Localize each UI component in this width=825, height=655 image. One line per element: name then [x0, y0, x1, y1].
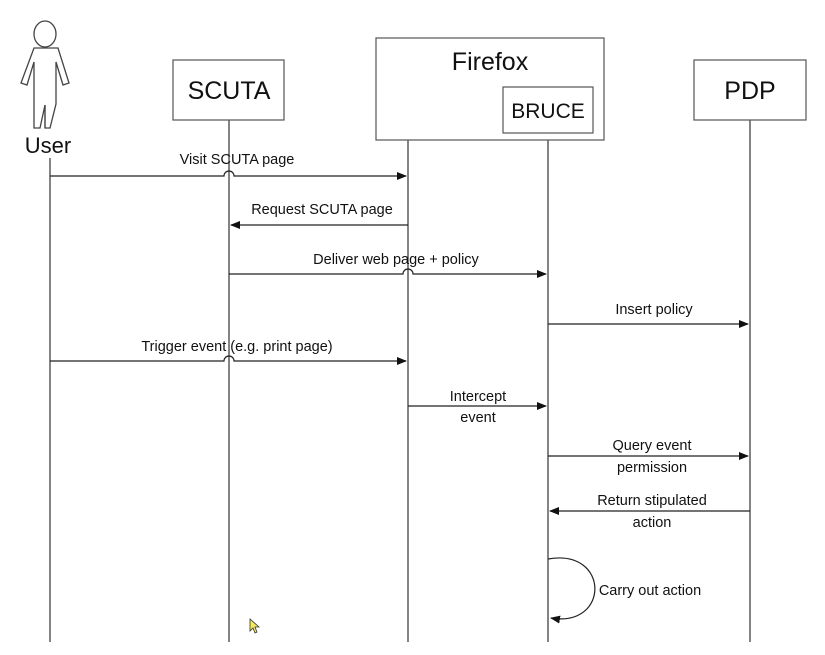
scuta-box [172, 59, 285, 121]
msg-return-action-label-2: action [633, 515, 672, 531]
user-figure-icon [20, 20, 70, 129]
msg-trigger-event-arrow [50, 355, 407, 365]
firefox-label: Firefox [452, 48, 529, 76]
user-label: User [25, 133, 71, 158]
msg-visit-scuta-arrow [50, 170, 407, 180]
pdp-box [693, 59, 807, 121]
msg-query-permission-label-1: Query event [613, 438, 692, 454]
msg-carry-out-action-label: Carry out action [599, 583, 701, 599]
msg-return-action-label-1: Return stipulated [597, 493, 707, 509]
scuta-label: SCUTA [188, 77, 271, 105]
pdp-label: PDP [724, 77, 775, 105]
msg-carry-out-action-arrow [547, 557, 596, 624]
msg-intercept-event-label-1: Intercept [450, 389, 506, 405]
msg-insert-policy-label: Insert policy [615, 302, 693, 318]
msg-visit-scuta-label: Visit SCUTA page [180, 152, 295, 168]
bruce-box [502, 86, 594, 134]
msg-query-permission-label-2: permission [617, 460, 687, 476]
msg-trigger-event-label: Trigger event (e.g. print page) [141, 339, 332, 355]
bruce-label: BRUCE [511, 100, 585, 123]
msg-deliver-page-arrow [229, 268, 547, 278]
msg-request-scuta-label: Request SCUTA page [251, 202, 393, 218]
mouse-cursor-icon [249, 618, 261, 634]
msg-intercept-event-label-2: event [460, 410, 495, 426]
msg-deliver-page-label: Deliver web page + policy [313, 252, 479, 268]
